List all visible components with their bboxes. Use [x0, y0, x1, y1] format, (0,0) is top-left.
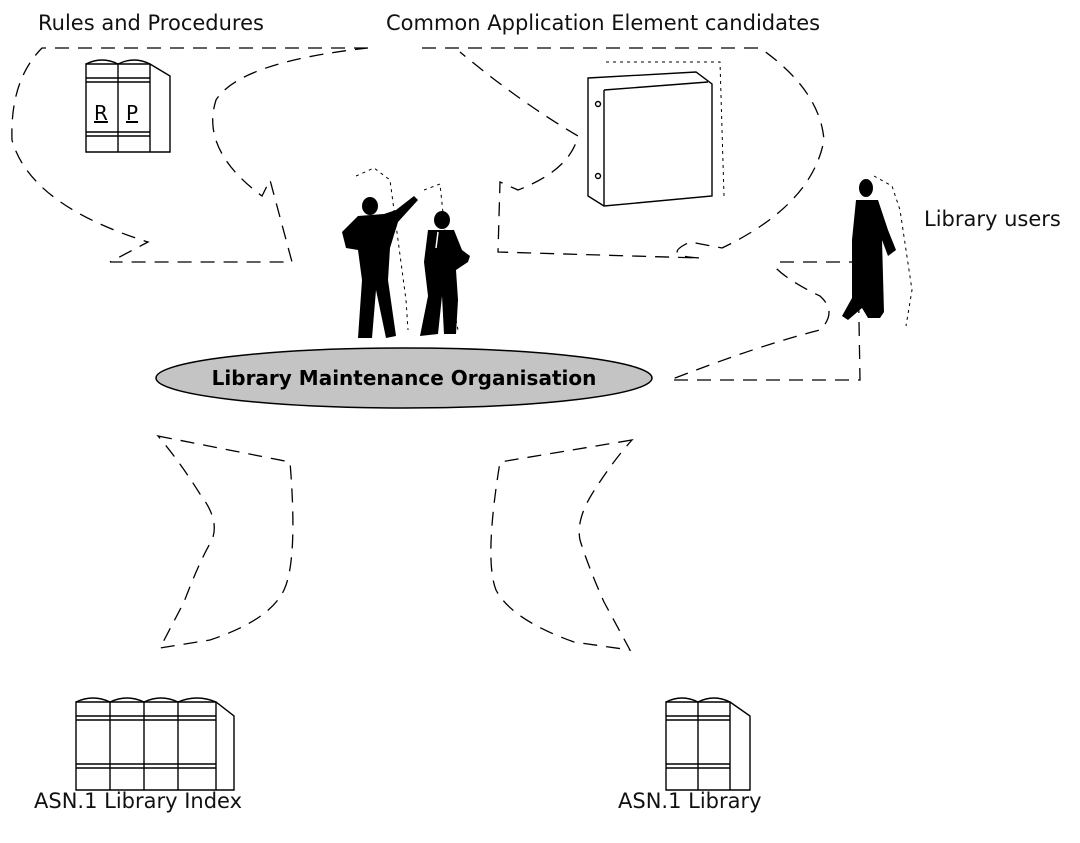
binder-icon	[587, 61, 725, 207]
common-app-elements-label: Common Application Element candidates	[386, 11, 820, 35]
maintenance-org-node: Library Maintenance Organisation	[155, 347, 653, 409]
book-letter-r: R	[94, 101, 108, 125]
users-flow-arrow	[669, 261, 861, 381]
book-letter-p: P	[126, 101, 138, 125]
library-flow-arrow	[490, 439, 634, 651]
library-books-icon	[665, 697, 751, 791]
rules-flow-arrow	[11, 47, 369, 263]
cae-flow-arrow	[422, 47, 825, 259]
library-label: ASN.1 Library	[618, 789, 762, 813]
library-users-label: Library users	[924, 207, 1061, 231]
people-silhouette-icon	[342, 167, 470, 338]
maintenance-org-label: Library Maintenance Organisation	[212, 366, 597, 390]
maintenance-org-ellipse	[155, 347, 653, 409]
library-index-label: ASN.1 Library Index	[34, 789, 242, 813]
index-books-icon	[75, 697, 235, 791]
rules-book-icon: R P	[85, 59, 171, 153]
index-flow-arrow	[156, 435, 294, 649]
rules-procedures-label: Rules and Procedures	[38, 11, 264, 35]
user-silhouette-icon	[842, 175, 913, 327]
